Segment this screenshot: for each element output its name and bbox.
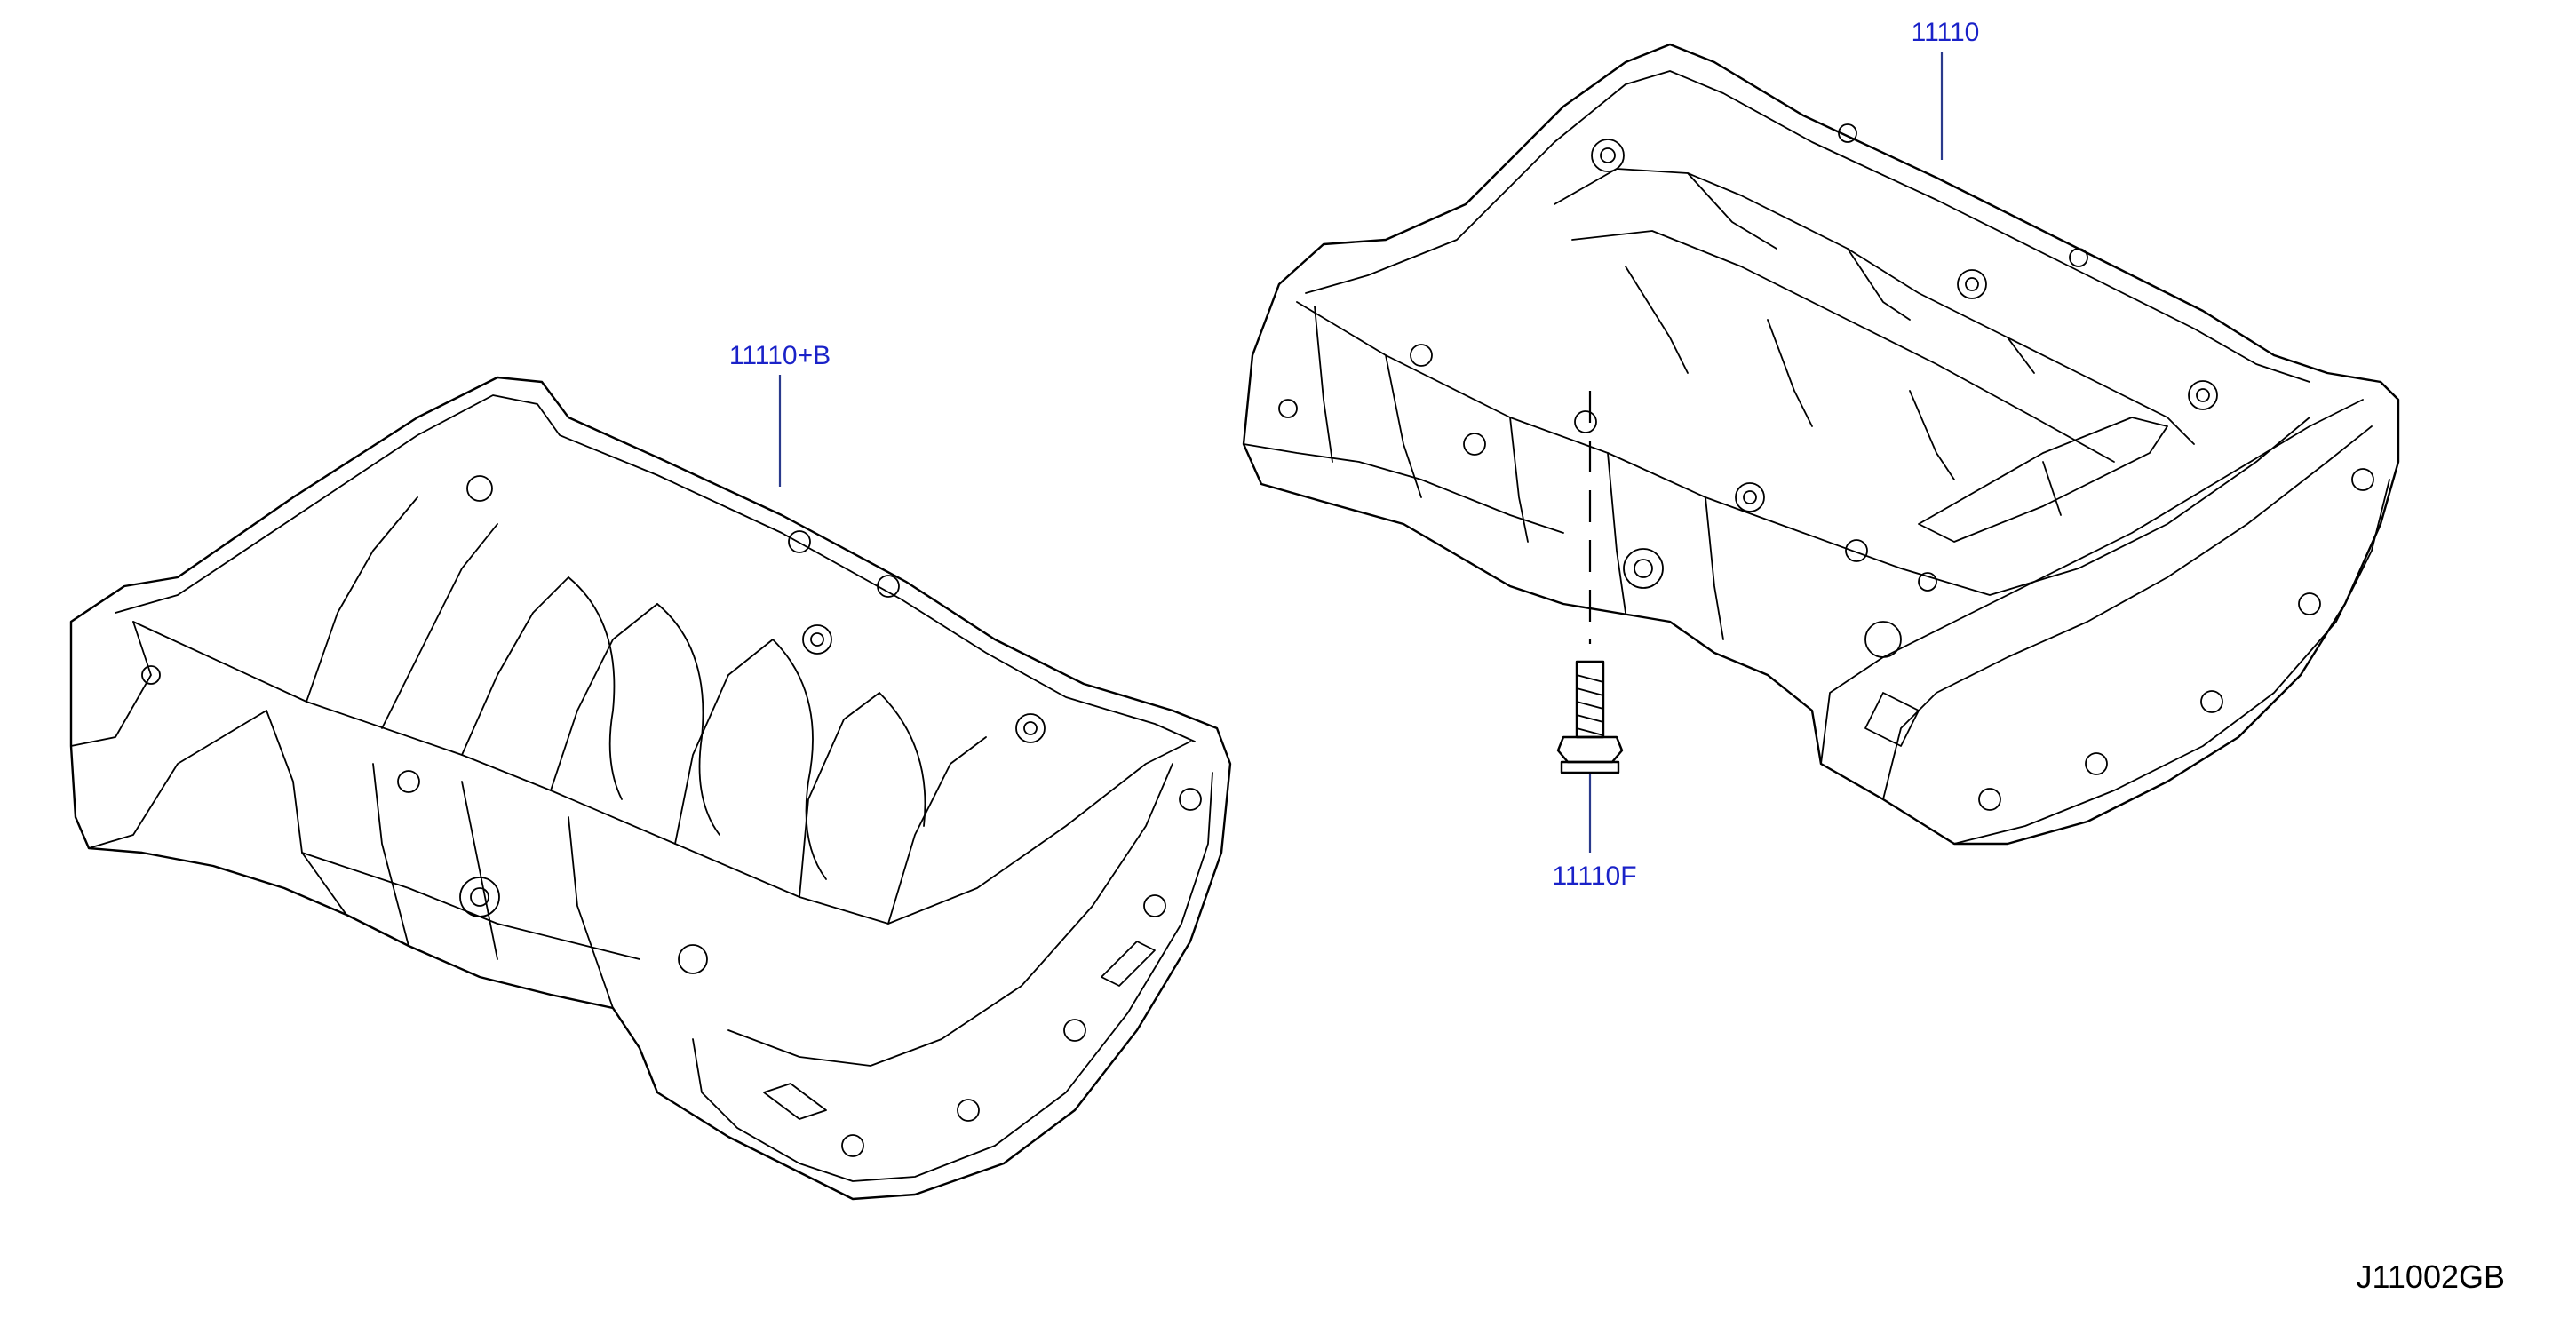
bolt-drawing — [1556, 391, 1624, 774]
part-label-11110f[interactable]: 11110F — [1552, 861, 1636, 891]
upper-oil-pan-large-drawing — [69, 376, 1232, 1201]
part-label-11110b[interactable]: 11110+B — [729, 341, 831, 370]
upper-oil-pan-drawing — [1242, 43, 2400, 846]
part-label-11110[interactable]: 11110 — [1912, 18, 1980, 47]
illustration-code: J11002GB — [2357, 1258, 2505, 1295]
